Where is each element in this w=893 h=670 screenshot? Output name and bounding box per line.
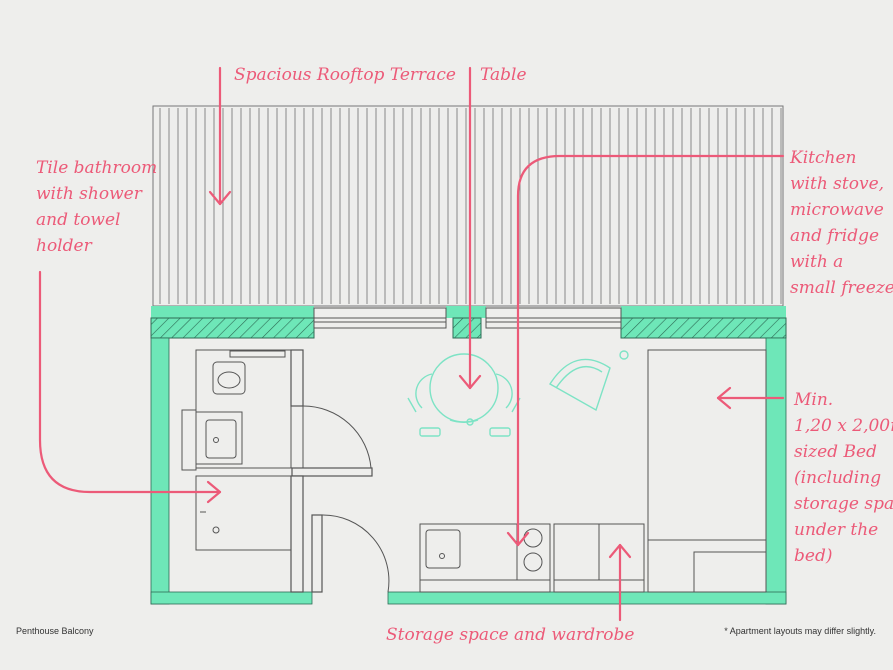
kitchen-label-line: with a	[790, 252, 843, 272]
lounge-chair	[549, 350, 629, 412]
bathroom	[181, 349, 292, 551]
storage-label: Storage space and wardrobe	[386, 625, 634, 645]
bed-label-line: (including	[794, 468, 881, 488]
bed-label-line: Min.	[793, 390, 833, 410]
kitchen-label: Kitchen with stove, microwave and fridge…	[789, 148, 893, 298]
bed-label-line: under the	[794, 520, 878, 540]
outer-walls	[150, 337, 787, 605]
bed-label-line: storage space	[794, 494, 893, 514]
bathroom-label-line: Tile bathroom	[36, 158, 157, 178]
footer-disclaimer: * Apartment layouts may differ slightly.	[724, 626, 876, 636]
kitchen-label-line: Kitchen	[789, 148, 856, 168]
bed	[647, 349, 767, 593]
bed-label: Min. 1,20 x 2,00m sized Bed (including s…	[793, 390, 893, 566]
kitchen-label-line: microwave	[790, 200, 884, 220]
kitchen-label-line: small freezer	[790, 278, 893, 298]
interior-walls	[290, 349, 373, 593]
bed-label-line: 1,20 x 2,00m	[794, 416, 893, 436]
bed-label-line: bed)	[794, 546, 832, 566]
kitchen-label-line: with stove,	[790, 174, 884, 194]
dining-table	[407, 353, 521, 437]
bathroom-label-line: holder	[36, 236, 93, 256]
terrace-label: Spacious Rooftop Terrace	[234, 65, 456, 85]
annotation-arrows	[38, 66, 785, 622]
kitchen-unit	[419, 523, 645, 593]
bed-label-line: sized Bed	[794, 442, 877, 462]
kitchen-label-line: and fridge	[790, 226, 879, 246]
bathroom-label-line: and towel	[36, 210, 121, 230]
bathroom-label: Tile bathroom with shower and towel hold…	[36, 158, 157, 256]
terrace-windows	[313, 307, 622, 329]
top-wall	[150, 306, 787, 339]
table-label: Table	[480, 65, 527, 85]
bathroom-label-line: with shower	[36, 184, 143, 204]
terrace-decking	[152, 105, 784, 307]
doors	[302, 405, 390, 593]
footer-title: Penthouse Balcony	[16, 626, 94, 636]
